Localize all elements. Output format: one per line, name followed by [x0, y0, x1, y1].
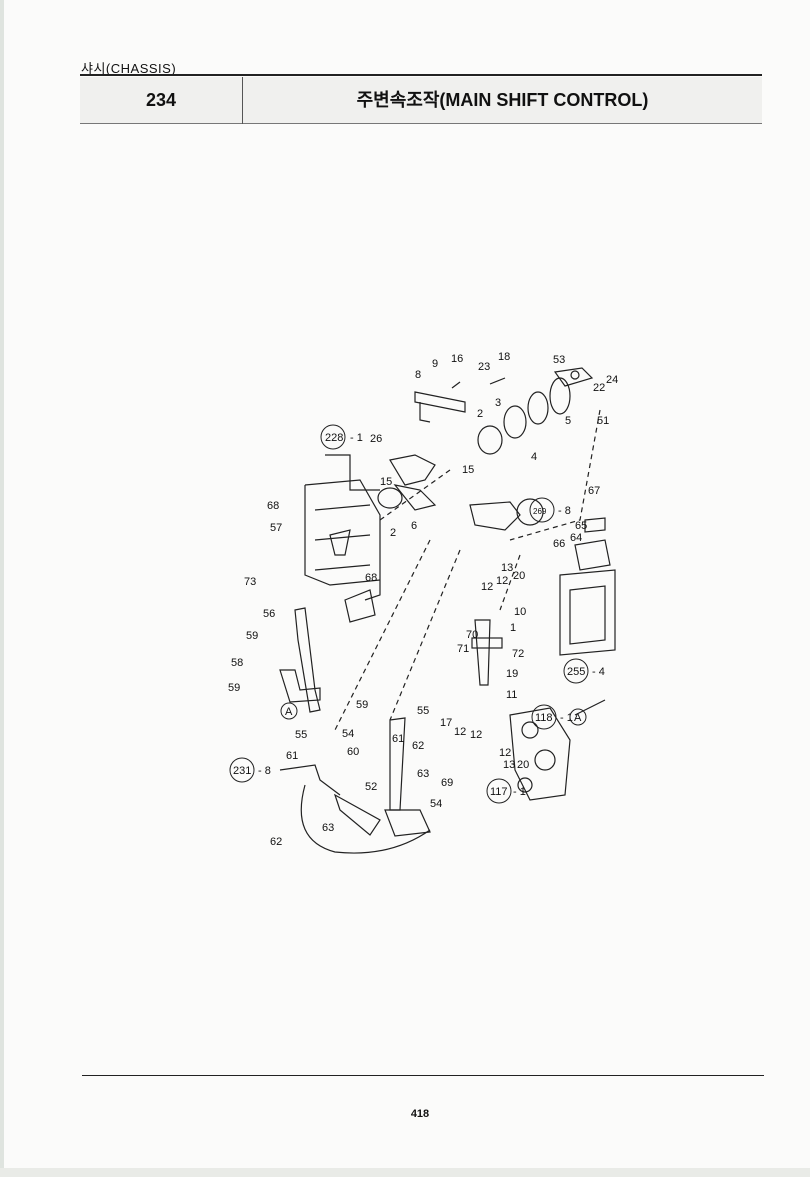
- svg-text:12: 12: [499, 747, 511, 759]
- parts-diagram: 228 - 1 269 - 8 255 - 4 118 - 1 231 - 8 …: [228, 351, 618, 854]
- svg-text:15: 15: [380, 476, 392, 488]
- scan-edge-bottom: [0, 1168, 810, 1177]
- svg-text:53: 53: [553, 354, 565, 366]
- svg-text:64: 64: [570, 532, 582, 544]
- svg-text:- 4: - 4: [592, 666, 605, 678]
- svg-text:73: 73: [244, 576, 256, 588]
- callout-118: 118 - 1: [531, 704, 573, 730]
- footer-rule: [82, 1075, 764, 1076]
- callout-255: 255 - 4: [563, 658, 605, 684]
- reference-a-left: A: [280, 702, 298, 720]
- svg-text:3: 3: [495, 397, 501, 409]
- svg-text:12: 12: [454, 726, 466, 738]
- svg-text:51: 51: [597, 415, 609, 427]
- svg-text:20: 20: [517, 759, 529, 771]
- svg-text:10: 10: [514, 606, 526, 618]
- svg-text:71: 71: [457, 643, 469, 655]
- svg-text:62: 62: [412, 740, 424, 752]
- svg-text:13: 13: [501, 562, 513, 574]
- svg-text:255: 255: [567, 666, 585, 678]
- svg-text:56: 56: [263, 608, 275, 620]
- svg-text:- 8: - 8: [258, 765, 271, 777]
- callout-228: 228 - 1: [320, 424, 363, 450]
- svg-text:12: 12: [496, 575, 508, 587]
- svg-text:- 1: - 1: [513, 786, 526, 798]
- svg-text:68: 68: [267, 500, 279, 512]
- svg-text:72: 72: [512, 648, 524, 660]
- folio-number: 418: [410, 1108, 430, 1120]
- svg-text:26: 26: [370, 433, 382, 445]
- svg-text:68: 68: [365, 572, 377, 584]
- header-divider: [242, 77, 243, 124]
- svg-text:2: 2: [477, 408, 483, 420]
- svg-text:52: 52: [365, 781, 377, 793]
- svg-text:59: 59: [246, 630, 258, 642]
- svg-text:11: 11: [506, 689, 517, 701]
- svg-text:2: 2: [390, 527, 396, 539]
- svg-text:9: 9: [432, 358, 438, 370]
- svg-text:15: 15: [462, 464, 474, 476]
- svg-text:67: 67: [588, 485, 600, 497]
- svg-text:23: 23: [478, 361, 490, 373]
- svg-text:117: 117: [490, 786, 508, 798]
- callout-231: 231 - 8: [229, 757, 271, 783]
- svg-text:60: 60: [347, 746, 359, 758]
- svg-text:54: 54: [430, 798, 442, 810]
- svg-text:228: 228: [325, 432, 343, 444]
- header-bottom-rule: [80, 123, 762, 124]
- svg-text:- 8: - 8: [558, 505, 571, 517]
- svg-text:19: 19: [506, 668, 518, 680]
- svg-text:20: 20: [513, 570, 525, 582]
- header-rule: [80, 74, 762, 76]
- svg-text:4: 4: [531, 451, 537, 463]
- callout-269: 269 - 8: [529, 497, 571, 523]
- svg-text:61: 61: [286, 750, 298, 762]
- svg-text:12: 12: [481, 581, 493, 593]
- section-label: 샤시(CHASSIS): [81, 61, 177, 76]
- svg-text:63: 63: [322, 822, 334, 834]
- page-number: 234: [145, 90, 177, 110]
- svg-text:- 1: - 1: [350, 432, 363, 444]
- svg-text:69: 69: [441, 777, 453, 789]
- svg-text:61: 61: [392, 733, 404, 745]
- svg-text:22: 22: [593, 382, 605, 394]
- svg-text:13: 13: [503, 759, 515, 771]
- svg-text:A: A: [574, 712, 582, 724]
- svg-text:8: 8: [415, 369, 421, 381]
- scan-edge-left: [0, 0, 4, 1177]
- header-band: [80, 77, 762, 123]
- svg-text:269: 269: [533, 507, 547, 516]
- svg-text:63: 63: [417, 768, 429, 780]
- svg-text:16: 16: [451, 353, 463, 365]
- svg-text:17: 17: [440, 717, 452, 729]
- svg-text:66: 66: [553, 538, 565, 550]
- diagram-lines: [279, 367, 616, 854]
- callout-117: 117 - 1: [486, 778, 526, 804]
- svg-text:12: 12: [470, 729, 482, 741]
- svg-text:18: 18: [498, 351, 510, 363]
- svg-text:6: 6: [411, 520, 417, 532]
- svg-text:231: 231: [233, 765, 251, 777]
- svg-text:55: 55: [417, 705, 429, 717]
- svg-text:A: A: [285, 706, 293, 718]
- svg-text:24: 24: [606, 374, 618, 386]
- svg-text:62: 62: [270, 836, 282, 848]
- svg-text:54: 54: [342, 728, 354, 740]
- svg-text:70: 70: [466, 629, 478, 641]
- part-labels: 9 16 23 18 53 8 22 24 2 3 5 51 26 4 15 1…: [228, 351, 618, 848]
- svg-text:5: 5: [565, 415, 571, 427]
- svg-text:118: 118: [535, 712, 553, 724]
- reference-a-right: A: [569, 708, 587, 726]
- svg-text:59: 59: [356, 699, 368, 711]
- page-title: 주변속조작(MAIN SHIFT CONTROL): [356, 90, 649, 110]
- svg-text:57: 57: [270, 522, 282, 534]
- svg-text:- 1: - 1: [560, 712, 573, 724]
- svg-text:55: 55: [295, 729, 307, 741]
- svg-text:58: 58: [231, 657, 243, 669]
- svg-text:59: 59: [228, 682, 240, 694]
- svg-text:1: 1: [510, 622, 516, 634]
- svg-text:65: 65: [575, 520, 587, 532]
